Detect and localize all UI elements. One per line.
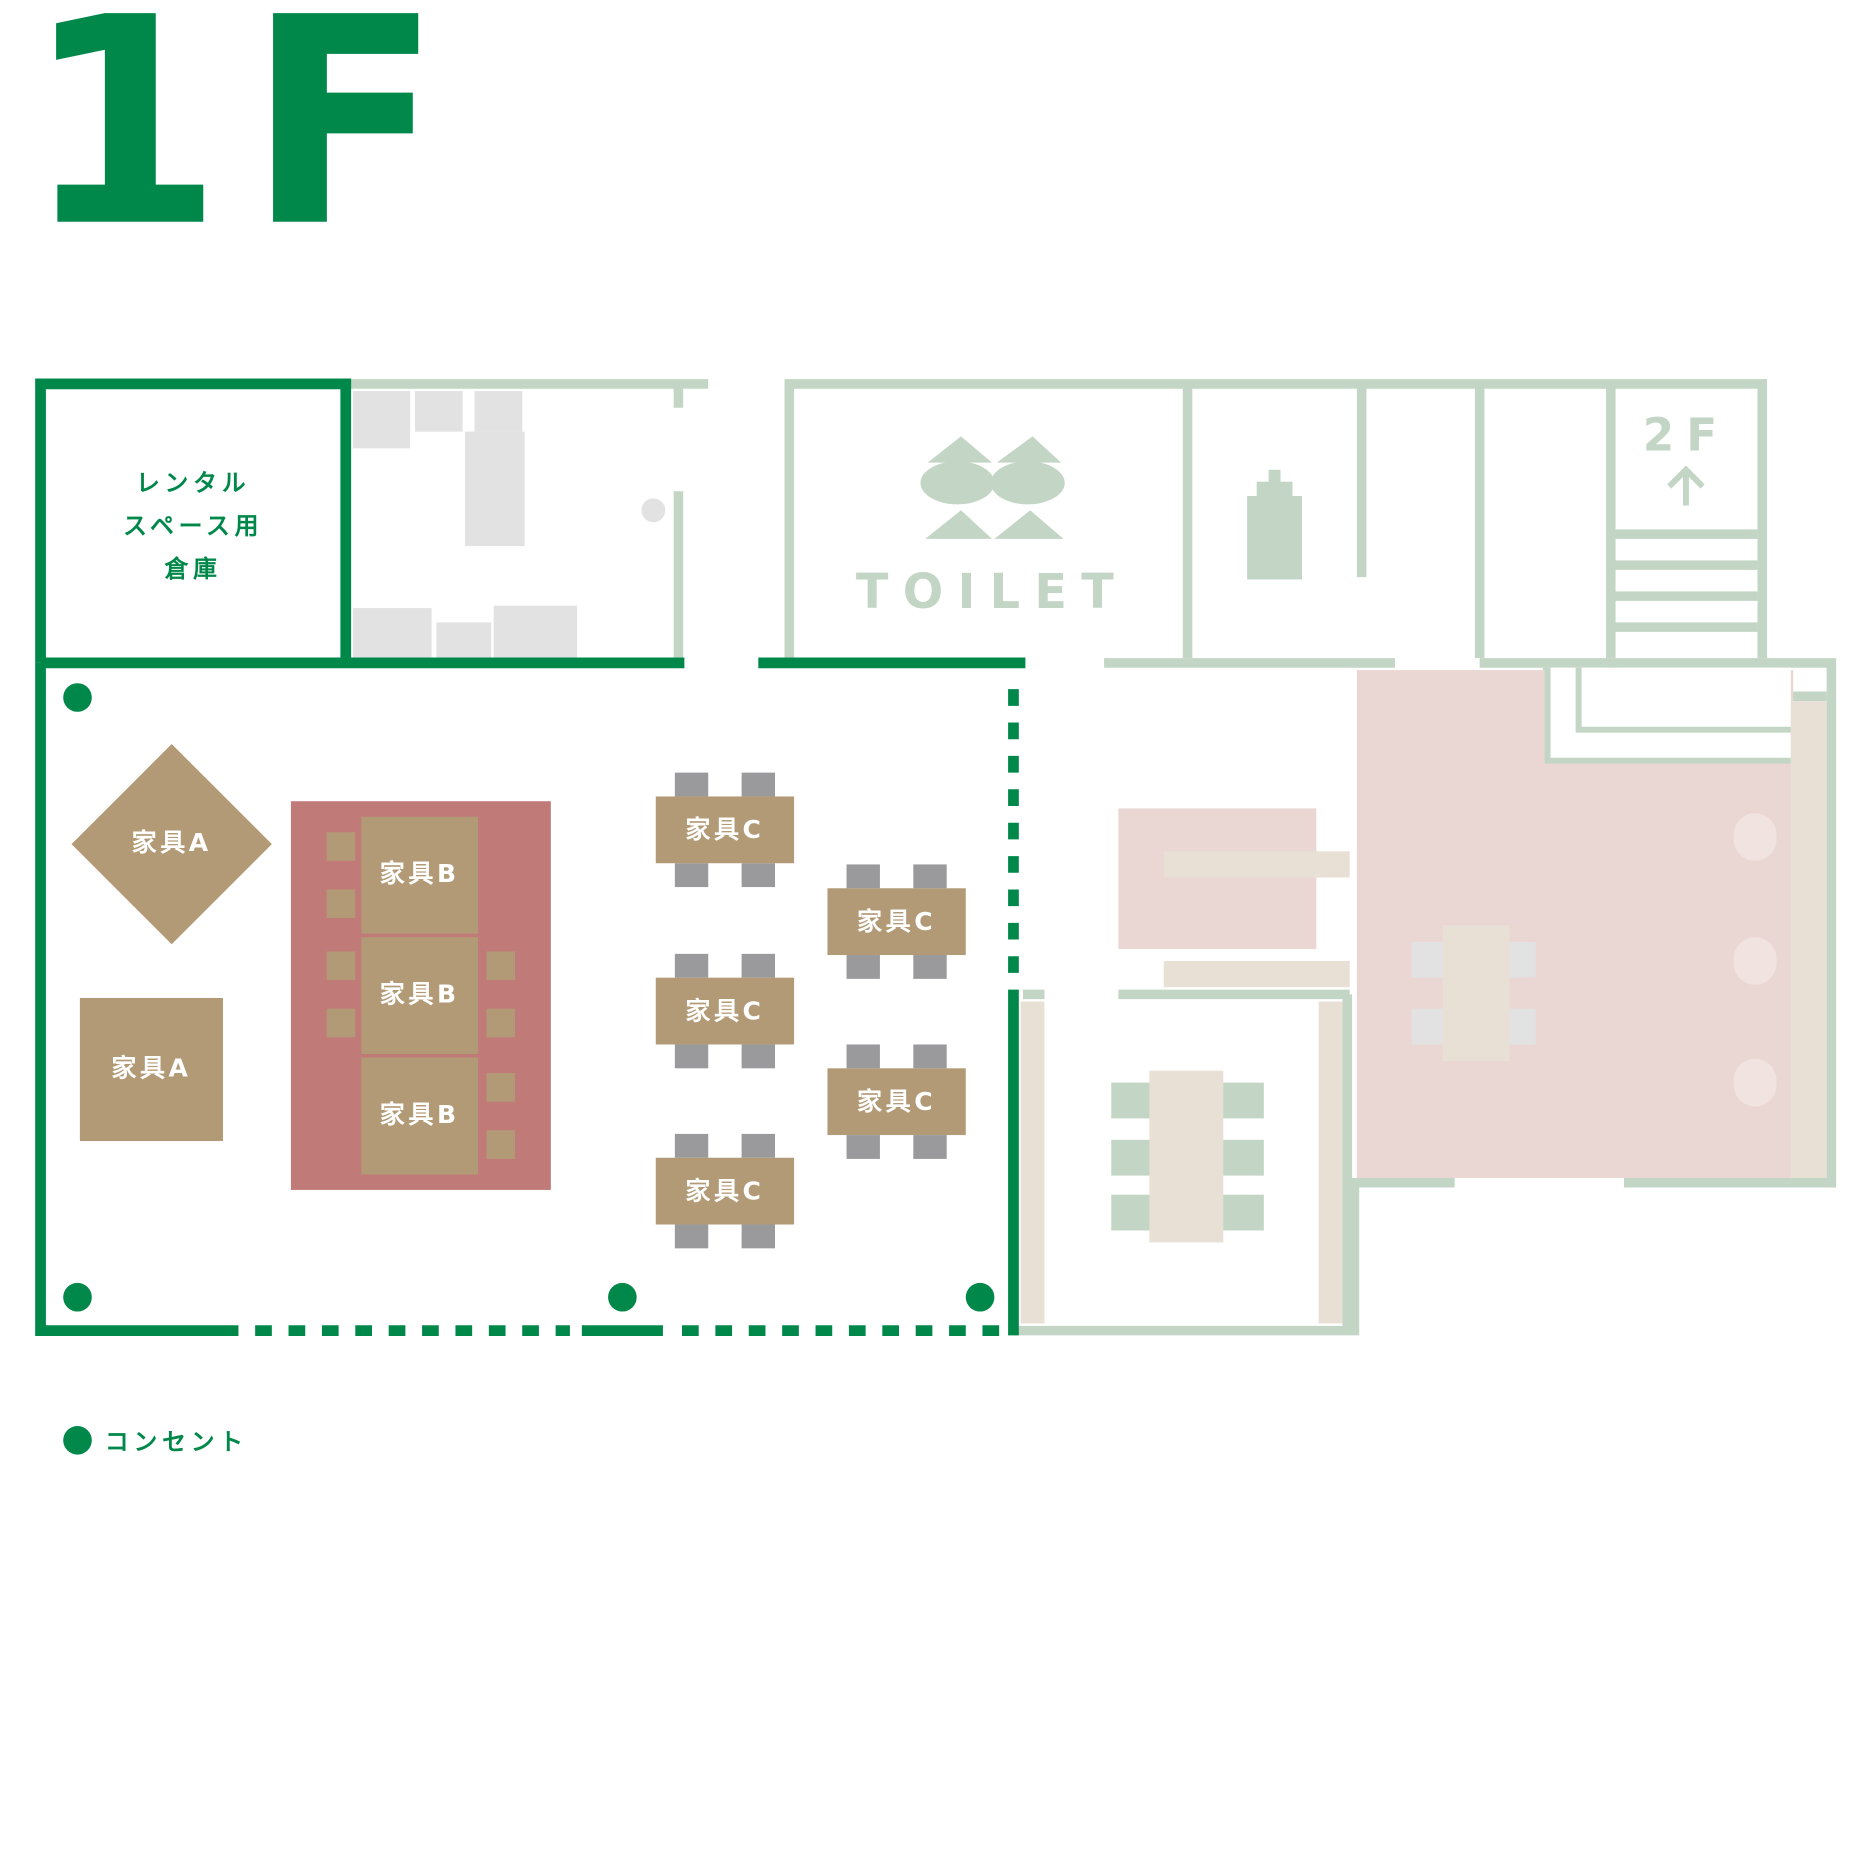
toilet-label: TOILET xyxy=(856,565,1128,620)
chair xyxy=(913,1044,947,1069)
outlets xyxy=(63,683,995,1312)
outlet-icon xyxy=(63,683,92,712)
chair xyxy=(846,1135,880,1159)
storage-label-line3: 倉庫 xyxy=(164,555,222,583)
chair xyxy=(913,864,947,889)
chair xyxy=(913,955,947,979)
furniture-b-label: 家具B xyxy=(380,980,460,1009)
chair xyxy=(741,863,775,888)
furniture-c-label: 家具C xyxy=(857,907,936,936)
baby-bottle-icon xyxy=(1247,469,1302,580)
chair xyxy=(846,1044,880,1069)
outlet-icon xyxy=(63,1426,92,1455)
furniture-c-tables: 家具C 家具C 家具C 家具C 家具C xyxy=(655,772,966,1249)
chair xyxy=(741,1133,775,1158)
chair xyxy=(674,772,709,797)
chair xyxy=(674,1224,709,1249)
chair xyxy=(674,1044,709,1069)
furniture-c-label: 家具C xyxy=(685,1176,764,1205)
chair xyxy=(674,863,709,888)
upstairs-label: 2F xyxy=(1643,409,1729,462)
arrow-up-icon xyxy=(1667,465,1705,506)
furniture-a-square: 家具A xyxy=(79,997,223,1142)
outlet-icon xyxy=(608,1282,637,1312)
table xyxy=(827,888,966,956)
chair xyxy=(674,1133,709,1158)
furniture-c-label: 家具C xyxy=(685,815,764,844)
chair xyxy=(741,1044,775,1069)
legend: コンセント xyxy=(63,1426,248,1456)
furniture-c-table: 家具C xyxy=(655,953,795,1069)
svg-text:家具A: 家具A xyxy=(111,1054,191,1083)
chair xyxy=(741,772,775,797)
furniture-b-label: 家具B xyxy=(380,1100,460,1129)
table xyxy=(655,1157,795,1225)
chair xyxy=(846,955,880,979)
furniture-b-group: 家具B 家具B 家具B xyxy=(290,801,551,1190)
furniture-c-table: 家具C xyxy=(655,1133,795,1249)
furniture-c-label: 家具C xyxy=(685,996,764,1025)
table xyxy=(655,796,795,864)
outlet-icon xyxy=(965,1282,995,1312)
chair xyxy=(741,1224,775,1249)
furniture-a-diamond: 家具A xyxy=(71,744,272,945)
kitchen-fixtures xyxy=(352,391,666,659)
furniture-b-label: 家具B xyxy=(380,859,460,888)
floor-title: 1F xyxy=(24,0,466,290)
furniture-c-table: 家具C xyxy=(827,864,966,979)
toilet-icon xyxy=(920,436,1065,539)
table xyxy=(827,1068,966,1136)
furniture-c-table: 家具C xyxy=(655,772,795,888)
svg-text:家具A: 家具A xyxy=(132,828,212,857)
furniture-c-table: 家具C xyxy=(827,1044,966,1159)
furniture-c-label: 家具C xyxy=(857,1087,936,1116)
chair xyxy=(741,953,775,978)
chair xyxy=(674,953,709,978)
outlet-icon xyxy=(63,1282,92,1312)
table xyxy=(655,977,795,1045)
chair xyxy=(846,864,880,889)
legend-outlet-label: コンセント xyxy=(105,1428,248,1456)
storage-label-line1: レンタル xyxy=(136,469,250,497)
cafe-area xyxy=(1020,667,1827,1324)
storage-label-line2: スペース用 xyxy=(123,512,263,540)
toilet-paper-icon xyxy=(641,498,666,523)
chair xyxy=(913,1135,947,1159)
rental-space-walls xyxy=(35,378,1026,1336)
